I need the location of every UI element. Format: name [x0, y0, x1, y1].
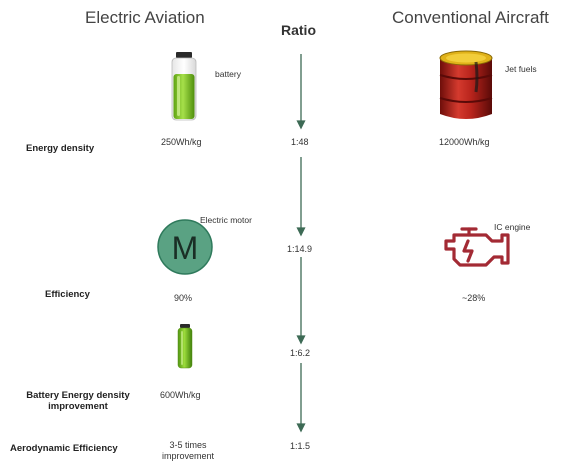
aero-value-line2: improvement — [161, 451, 215, 461]
efficiency-ratio: 1:14.9 — [287, 244, 313, 254]
electric-motor-label: Electric motor — [200, 215, 252, 225]
ic-engine-label: IC engine — [494, 222, 531, 232]
arrowhead-1 — [296, 120, 306, 130]
conventional-efficiency-value: ~28% — [462, 293, 486, 303]
aero-value-line1: 3-5 times — [169, 440, 207, 450]
battery-small-icon — [177, 324, 193, 369]
ic-engine-icon — [444, 227, 510, 267]
battery-icon — [171, 52, 197, 121]
battery-improvement-value: 600Wh/kg — [160, 390, 201, 400]
electric-motor-icon: M — [157, 219, 213, 275]
battery-improvement-label-line1: Battery Energy density — [26, 390, 130, 401]
energy-density-ratio: 1:48 — [291, 137, 309, 147]
arrowhead-3 — [296, 335, 306, 345]
conventional-energy-density-value: 12000Wh/kg — [439, 137, 490, 147]
electric-efficiency-value: 90% — [174, 293, 193, 303]
aerodynamic-efficiency-ratio: 1:1.5 — [290, 441, 311, 451]
battery-improvement-label: Battery Energy density improvement — [12, 390, 144, 412]
electric-aviation-header: Electric Aviation — [85, 8, 205, 27]
jet-fuel-barrel-icon — [439, 50, 493, 119]
arrowhead-2 — [296, 227, 306, 237]
electric-energy-density-value: 250Wh/kg — [161, 137, 202, 147]
conventional-aircraft-header: Conventional Aircraft — [392, 8, 549, 27]
ratio-header: Ratio — [281, 22, 316, 38]
motor-letter: M — [172, 230, 199, 266]
aerodynamic-efficiency-label: Aerodynamic Efficiency — [10, 443, 118, 454]
energy-density-label: Energy density — [26, 143, 95, 154]
aerodynamic-efficiency-value: 3-5 times improvement — [150, 440, 226, 462]
efficiency-label: Efficiency — [45, 289, 90, 300]
arrowhead-4 — [296, 423, 306, 433]
jet-fuel-label: Jet fuels — [505, 64, 537, 74]
battery-improvement-label-line2: improvement — [48, 401, 108, 412]
battery-improvement-ratio: 1:6.2 — [290, 348, 311, 358]
battery-label: battery — [215, 69, 241, 79]
